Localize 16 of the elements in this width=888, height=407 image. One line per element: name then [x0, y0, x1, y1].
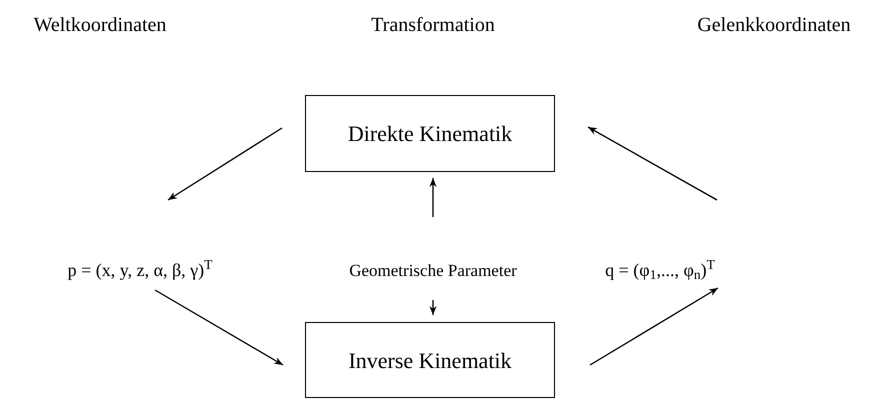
node-label: p = (x, y, z, α, β, γ)$^{T}$: [68, 256, 212, 282]
arrow: [429, 300, 437, 315]
arrow: [168, 127, 282, 201]
node-label: Inverse Kinematik: [348, 346, 512, 374]
node-label: q = (φ$_{1}$,..., φ$_{n}$)$^{T}$: [605, 256, 715, 284]
column-heading: Gelenkkoordinaten: [697, 13, 851, 38]
process-box: [305, 322, 555, 398]
arrow: [590, 287, 718, 366]
arrow: [154, 289, 284, 366]
process-box: [305, 95, 555, 172]
node-label: Direkte Kinematik: [348, 120, 512, 148]
node-label: Geometrische Parameter: [349, 260, 517, 282]
arrow: [429, 178, 437, 217]
column-heading: Weltkoordinaten: [34, 13, 166, 38]
arrow: [588, 126, 718, 201]
column-heading: Transformation: [371, 13, 495, 38]
